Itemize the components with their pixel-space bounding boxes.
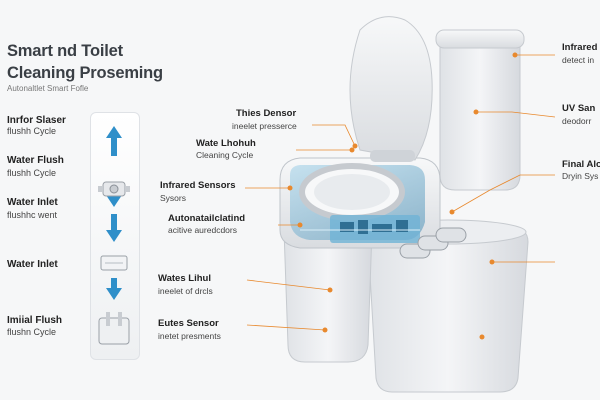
step-4-title: Water Inlet	[7, 259, 58, 270]
flow-arrow-down-2	[106, 214, 122, 242]
callout-title-right-2: UV San	[562, 103, 596, 114]
callout-dots-right	[449, 52, 518, 340]
step-2-title: Water Flush	[7, 155, 64, 166]
toilet-base	[283, 229, 373, 363]
callout-title-4: Autonatailclatind	[168, 213, 246, 224]
step-3-title: Water Inlet	[7, 197, 58, 208]
step-3-subtitle: flushhc went	[7, 210, 58, 220]
callout-sub-4: acitive auredcdors	[168, 225, 237, 235]
step-2-subtitle: flushh Cycle	[7, 168, 57, 178]
flow-arrows	[106, 126, 122, 300]
flow-arrow-down-3	[106, 278, 122, 300]
page-subtitle: Autonaltlet Smart Fofle	[7, 84, 89, 93]
callout-title-2: Wate Lhohuh	[196, 138, 256, 149]
flush-tank-icon	[98, 312, 130, 345]
callout-sub-3: Sysors	[160, 193, 186, 203]
callout-title-3: Infrared Sensors	[160, 180, 236, 191]
flow-arrow-up-1	[106, 126, 122, 156]
page-title-line-1: Smart nd Toilet	[7, 42, 123, 60]
callout-lines-right	[451, 54, 556, 263]
callout-lines-left	[245, 124, 356, 331]
callout-sub-right-2: deodorr	[562, 116, 592, 126]
step-5-subtitle: flushn Cycle	[7, 327, 57, 337]
callout-sub-1: ineelet presserce	[232, 121, 297, 131]
callout-title-1: Thies Densor	[236, 108, 297, 119]
callout-title-right-3: Final Alo	[562, 159, 600, 170]
step-5-title: Imiial Flush	[7, 315, 63, 326]
page-title-line-2: Cleaning Proseming	[7, 64, 163, 82]
outlet-pipes	[399, 227, 467, 259]
toilet-tank	[435, 29, 525, 191]
callout-sub-5: ineelet of drcls	[158, 286, 213, 296]
callout-title-6: Eutes Sensor	[158, 318, 219, 329]
callout-sub-right-1: detect in	[562, 55, 595, 65]
internal-components	[300, 215, 420, 243]
callout-sub-6: inetet presments	[158, 331, 221, 341]
toilet-lid	[349, 16, 433, 162]
valve-icon	[98, 181, 130, 197]
callout-title-5: Wates Lihul	[158, 273, 211, 284]
step-1-subtitle: flushh Cycle	[7, 126, 57, 136]
callout-title-right-1: Infrared	[562, 42, 598, 53]
title-block: Smart nd Toilet Cleaning Proseming	[7, 40, 163, 84]
step-1-title: Inrfor Slaser	[7, 115, 66, 126]
inlet-module-icon	[100, 255, 128, 271]
callout-sub-right-3: Dryin Sys	[562, 171, 599, 181]
callout-sub-2: Cleaning Cycle	[196, 150, 254, 160]
callout-dots-left	[287, 143, 358, 333]
